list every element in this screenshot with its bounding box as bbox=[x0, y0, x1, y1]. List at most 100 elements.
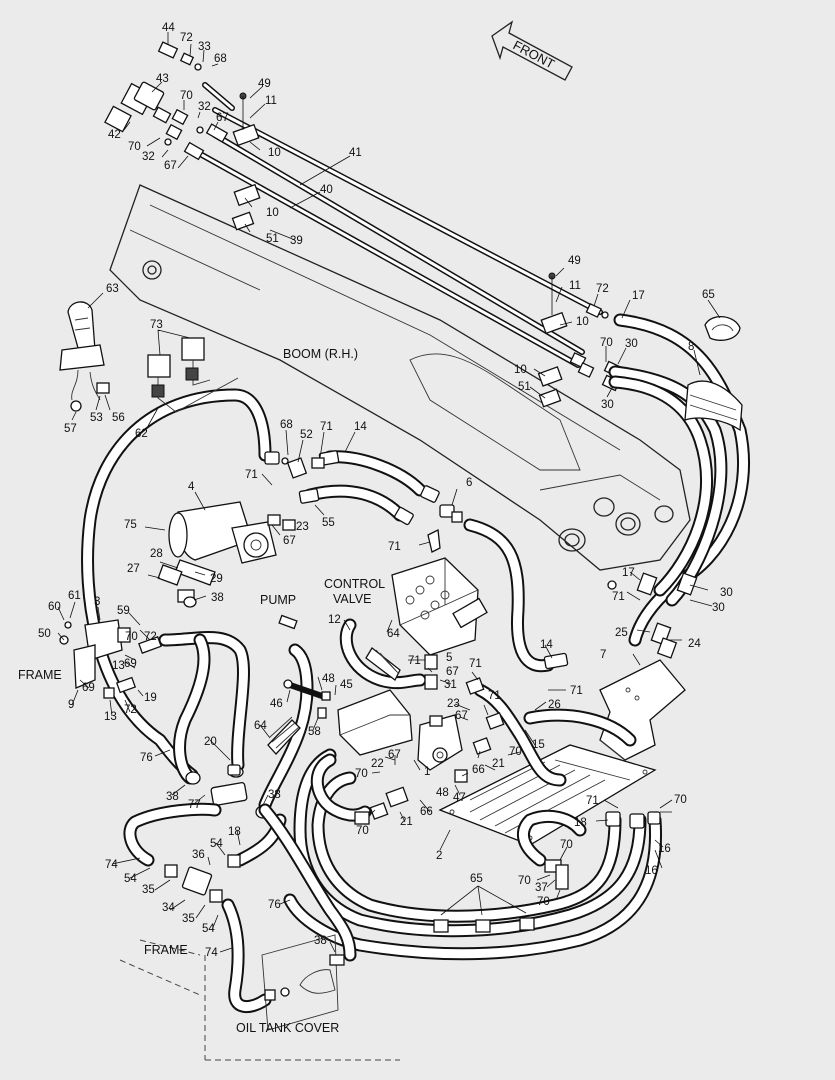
callout-10d: 10 bbox=[514, 364, 527, 376]
callout-29: 29 bbox=[210, 573, 223, 585]
callout-49a: 49 bbox=[258, 78, 271, 90]
callout-50: 50 bbox=[38, 628, 51, 640]
callout-42: 42 bbox=[108, 129, 121, 141]
callout-67e: 67 bbox=[455, 710, 468, 722]
callout-25: 25 bbox=[615, 627, 628, 639]
callout-51b: 51 bbox=[518, 381, 531, 393]
callout-64b: 64 bbox=[254, 720, 267, 732]
callout-51a: 51 bbox=[266, 233, 279, 245]
callout-55: 55 bbox=[322, 517, 335, 529]
callout-57: 57 bbox=[64, 423, 77, 435]
callout-70c: 70 bbox=[600, 337, 613, 349]
callout-74a: 74 bbox=[105, 859, 118, 871]
callout-15: 15 bbox=[532, 739, 545, 751]
callout-3: 3 bbox=[94, 596, 100, 608]
front-arrow: FRONT bbox=[491, 20, 573, 81]
callout-71a: 71 bbox=[320, 421, 333, 433]
callout-11b: 11 bbox=[569, 280, 581, 292]
callout-6: 6 bbox=[466, 477, 472, 489]
callout-65b: 65 bbox=[470, 873, 483, 885]
oil-tank-cover-outline bbox=[119, 934, 400, 1061]
callout-70f: 70 bbox=[355, 768, 368, 780]
callout-17a: 17 bbox=[632, 290, 645, 302]
callout-27: 27 bbox=[127, 563, 140, 575]
callout-8: 8 bbox=[688, 341, 694, 353]
callout-71h: 71 bbox=[570, 685, 583, 697]
leader-lines bbox=[57, 32, 721, 953]
callout-68b: 68 bbox=[280, 419, 293, 431]
callout-18b: 18 bbox=[574, 817, 587, 829]
callout-65a: 65 bbox=[702, 289, 715, 301]
callout-47: 47 bbox=[453, 792, 466, 804]
callout-52: 52 bbox=[300, 429, 313, 441]
callout-71g: 71 bbox=[488, 690, 501, 702]
callout-54a: 54 bbox=[210, 838, 223, 850]
solenoid-bracket bbox=[59, 619, 162, 699]
callout-1: 1 bbox=[424, 766, 430, 778]
callout-60: 60 bbox=[48, 601, 61, 613]
callout-32b: 32 bbox=[142, 151, 155, 163]
oil-tank-cover-label: OIL TANK COVER bbox=[236, 1021, 339, 1035]
callout-21a: 21 bbox=[492, 758, 505, 770]
callout-16a: 16 bbox=[658, 843, 671, 855]
callout-5: 5 bbox=[446, 652, 452, 664]
callout-71i: 71 bbox=[586, 795, 599, 807]
callout-40: 40 bbox=[320, 184, 333, 196]
callout-70d: 70 bbox=[125, 631, 138, 643]
boom-label: BOOM (R.H.) bbox=[283, 347, 358, 361]
callout-14b: 14 bbox=[540, 639, 553, 651]
callout-54b: 54 bbox=[124, 873, 137, 885]
callout-24: 24 bbox=[688, 638, 701, 650]
callout-46: 46 bbox=[270, 698, 283, 710]
callout-71c: 71 bbox=[388, 541, 401, 553]
callout-67f: 67 bbox=[446, 666, 459, 678]
callout-22: 22 bbox=[371, 758, 384, 770]
callout-48b: 48 bbox=[436, 787, 449, 799]
callout-75: 75 bbox=[124, 519, 137, 531]
callout-37: 37 bbox=[535, 882, 548, 894]
callout-21b: 21 bbox=[400, 816, 413, 828]
callout-70g: 70 bbox=[674, 794, 687, 806]
callout-30a: 30 bbox=[625, 338, 638, 350]
callout-38d: 38 bbox=[314, 935, 327, 947]
callout-56: 56 bbox=[112, 412, 125, 424]
callout-32a: 32 bbox=[198, 101, 211, 113]
callout-70k: 70 bbox=[537, 896, 550, 908]
callout-38a: 38 bbox=[211, 592, 224, 604]
callout-62: 62 bbox=[135, 428, 148, 440]
joystick-harness bbox=[59, 301, 239, 413]
top-left-fittings bbox=[104, 41, 261, 231]
boom-steel-tubes bbox=[190, 82, 603, 368]
callout-71f: 71 bbox=[469, 658, 482, 670]
callout-74b: 74 bbox=[205, 947, 218, 959]
callout-34: 34 bbox=[162, 902, 175, 914]
text-labels: BOOM (R.H.) CONTROL VALVE PUMP FRAME FRA… bbox=[18, 347, 385, 1035]
callout-36: 36 bbox=[192, 849, 205, 861]
callout-4: 4 bbox=[188, 481, 195, 493]
right-hose-bundle bbox=[608, 313, 750, 647]
callout-54c: 54 bbox=[202, 923, 215, 935]
callout-48a: 48 bbox=[322, 673, 335, 685]
lower-right-hoses bbox=[283, 748, 663, 961]
callout-76a: 76 bbox=[140, 752, 153, 764]
callout-67a: 67 bbox=[216, 112, 229, 124]
callout-12: 12 bbox=[328, 614, 341, 626]
callout-70h: 70 bbox=[356, 825, 369, 837]
misc-fittings bbox=[157, 451, 698, 1001]
callout-7: 7 bbox=[600, 649, 606, 661]
control-valve-label-2: VALVE bbox=[333, 592, 371, 606]
callout-11a: 11 bbox=[265, 95, 277, 107]
callout-72c: 72 bbox=[144, 631, 157, 643]
valve-block-1 bbox=[337, 689, 463, 771]
callout-63: 63 bbox=[106, 283, 119, 295]
callout-33: 33 bbox=[198, 41, 211, 53]
bracket-plate-7 bbox=[599, 659, 686, 761]
callout-70j: 70 bbox=[518, 875, 531, 887]
callout-17b: 17 bbox=[622, 567, 635, 579]
frame-left-label: FRAME bbox=[18, 668, 62, 682]
callout-64a: 64 bbox=[387, 628, 400, 640]
callout-30c: 30 bbox=[720, 587, 733, 599]
callout-20: 20 bbox=[204, 736, 217, 748]
callout-68a: 68 bbox=[214, 53, 227, 65]
